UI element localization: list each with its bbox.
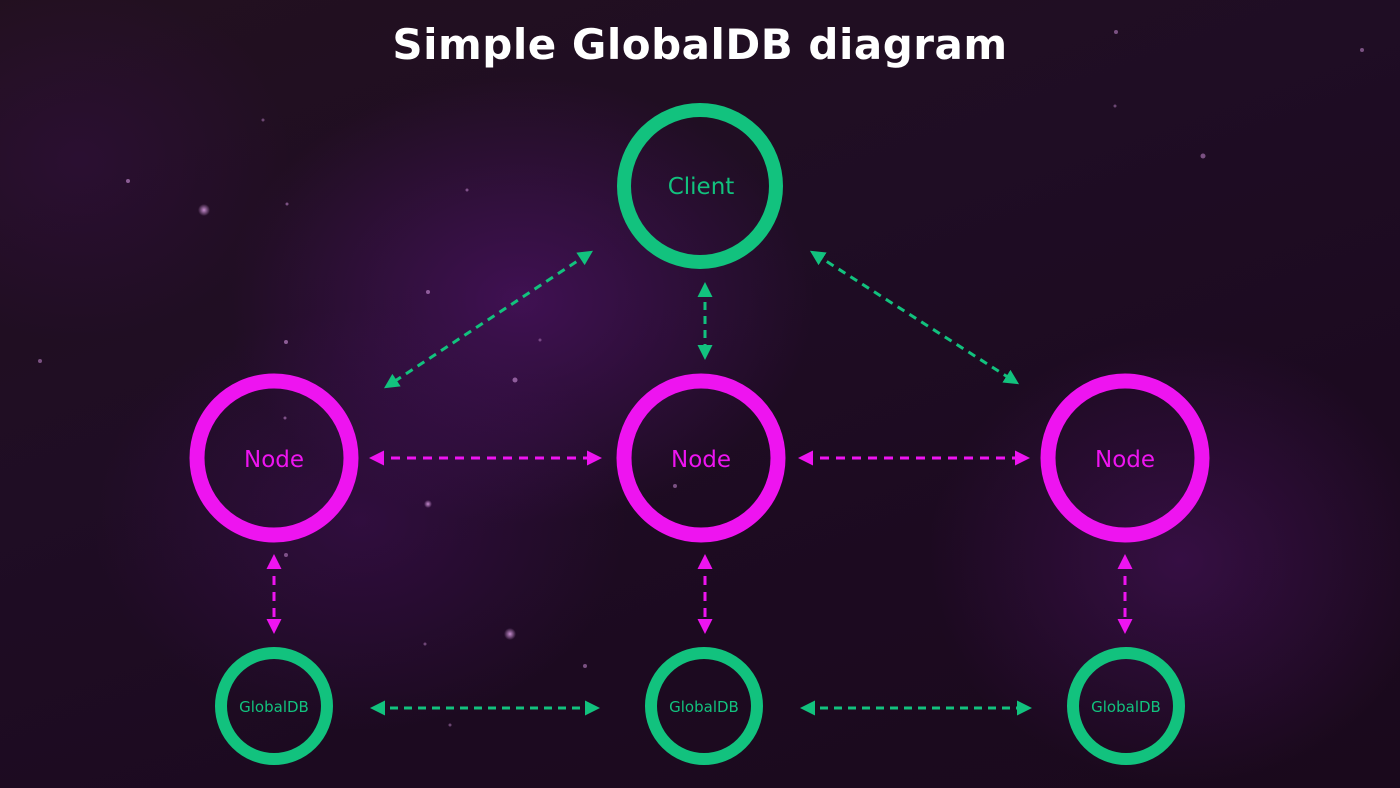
- node-right-ring: [1040, 373, 1210, 543]
- globaldb-center: GlobalDB: [645, 647, 763, 765]
- globaldb-left-label: GlobalDB: [239, 698, 309, 716]
- globaldb-left: GlobalDB: [215, 647, 333, 765]
- node-center-ring: [616, 373, 786, 543]
- globaldb-center-ring: [645, 647, 763, 765]
- node-left: Node: [189, 373, 359, 543]
- node-left-label: Node: [244, 447, 304, 473]
- globaldb-right-ring: [1067, 647, 1185, 765]
- node-center: Node: [616, 373, 786, 543]
- node-center-label: Node: [671, 447, 731, 473]
- edge-client-node-left: [383, 250, 594, 389]
- globaldb-center-label: GlobalDB: [669, 698, 739, 716]
- edge-client-node-right: [809, 250, 1020, 385]
- node-left-ring: [189, 373, 359, 543]
- globaldb-left-ring: [215, 647, 333, 765]
- node-right-label: Node: [1095, 447, 1155, 473]
- diagram-title: Simple GlobalDB diagram: [392, 20, 1008, 69]
- node-right: Node: [1040, 373, 1210, 543]
- client-label: Client: [668, 174, 735, 200]
- globaldb-right: GlobalDB: [1067, 647, 1185, 765]
- globaldb-right-label: GlobalDB: [1091, 698, 1161, 716]
- client-node: Client: [617, 103, 783, 269]
- client-ring: [617, 103, 783, 269]
- edges: [266, 250, 1133, 716]
